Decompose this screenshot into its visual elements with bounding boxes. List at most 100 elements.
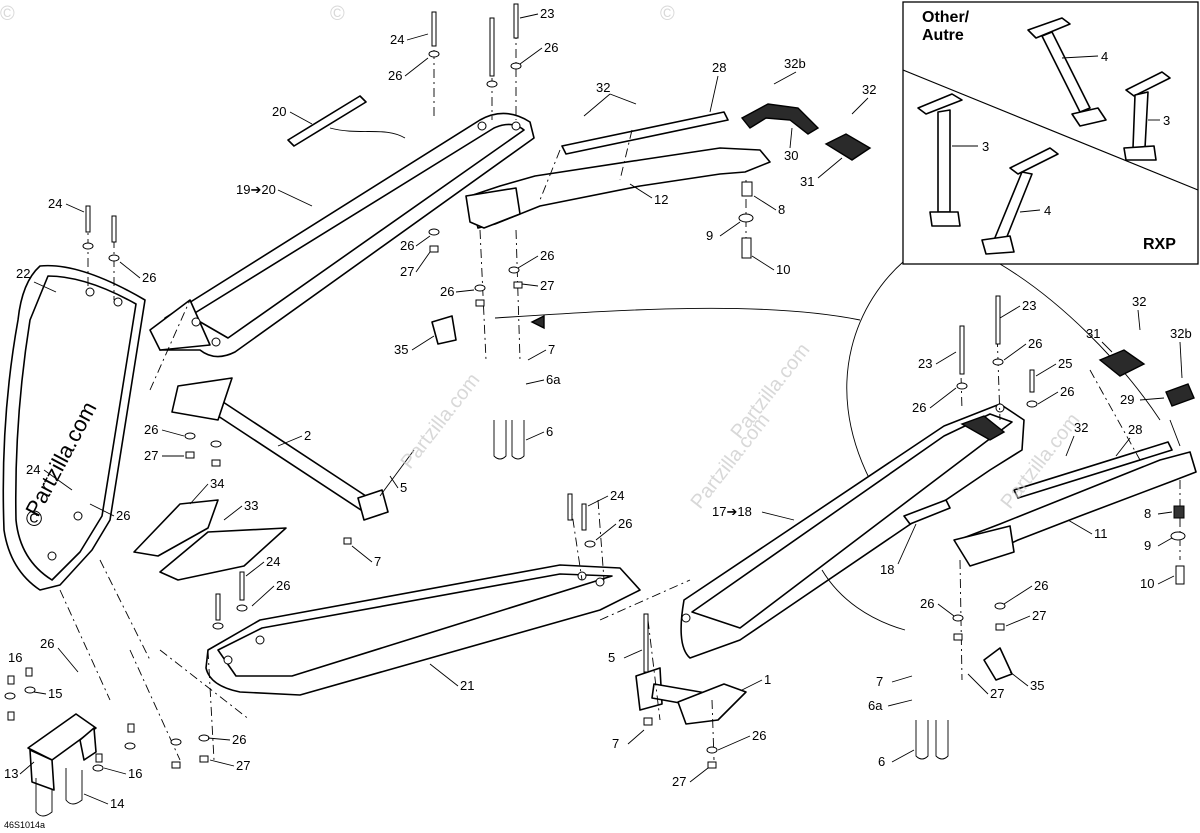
stand-1 [635, 667, 747, 725]
clamp-31-top [824, 133, 872, 161]
callout: 17➔18 [712, 504, 752, 519]
callout: 26 [1028, 336, 1042, 351]
callout: 1 [764, 672, 771, 687]
callout: 26 [752, 728, 766, 743]
callout: 26 [1034, 578, 1048, 593]
callout: 11 [1094, 526, 1108, 541]
callout: 34 [210, 476, 224, 491]
callout: 26 [618, 516, 632, 531]
callout: 35 [394, 342, 408, 357]
callout: 26 [544, 40, 558, 55]
callout: 9 [706, 228, 713, 243]
callout: 32 [1132, 294, 1146, 309]
callout: 7 [876, 674, 883, 689]
callout: 23 [540, 6, 554, 21]
callout: 27 [672, 774, 686, 789]
callout: 5 [608, 650, 615, 665]
callout: 13 [4, 766, 18, 781]
handle-bar-12 [465, 147, 771, 229]
callout: 26 [388, 68, 402, 83]
callout: 27 [540, 278, 554, 293]
callout: 7 [374, 554, 381, 569]
hardware [4, 3, 1186, 772]
callout: 6a [868, 698, 883, 713]
callout: 16 [128, 766, 142, 781]
handle-bar-11 [953, 451, 1197, 567]
pad-33 [159, 527, 287, 581]
callout: 5 [400, 480, 407, 495]
callout: 21 [460, 678, 474, 693]
callout: 9 [1144, 538, 1151, 553]
callout: 20 [272, 104, 286, 119]
stem-2 [211, 399, 373, 513]
callout: 33 [244, 498, 258, 513]
callout: 26 [440, 284, 454, 299]
callout: 30 [784, 148, 798, 163]
callout: 26 [912, 400, 926, 415]
u-bolt-6-right [915, 720, 929, 760]
callout: 28 [1128, 422, 1142, 437]
callout-labels: 24 23 26 26 20 19➔20 32 28 32b 32 30 12 … [4, 6, 1192, 811]
callout: 27 [144, 448, 158, 463]
drawing-code: 46S1014a [4, 820, 45, 830]
callout: 22 [16, 266, 30, 281]
post-4-top: 4 [1027, 17, 1108, 127]
copyright-symbol: © [26, 506, 42, 531]
rail-28-top [561, 111, 729, 155]
callout: 26 [276, 578, 290, 593]
inset-callout-4a: 4 [1101, 49, 1108, 64]
callout: 28 [712, 60, 726, 75]
callout: 12 [654, 192, 668, 207]
callout: 29 [1120, 392, 1134, 407]
svg-text:Partzilla.com: Partzilla.com [397, 369, 485, 473]
inset-model-label: RXP [1143, 236, 1176, 253]
callout: 6a [546, 372, 561, 387]
callout: 26 [540, 248, 554, 263]
callout: 24 [390, 32, 404, 47]
svg-text:©: © [0, 3, 15, 25]
callout: 18 [880, 562, 894, 577]
front-rail-22 [2, 264, 146, 591]
callout: 23 [918, 356, 932, 371]
callout: 32b [1170, 326, 1192, 341]
inset-panel: Other/ Autre RXP 4 3 3 [902, 1, 1199, 265]
clamp-35-right [983, 647, 1013, 681]
u-bolt-6-left [493, 420, 507, 460]
inset-title-line2: Autre [922, 27, 964, 44]
callout: 32 [862, 82, 876, 97]
callout: 31 [1086, 326, 1100, 341]
callout: 24 [26, 462, 40, 477]
inset-callout-3b: 3 [982, 139, 989, 154]
callout: 25 [1058, 356, 1072, 371]
callout: 26 [142, 270, 156, 285]
inset-connector-line [846, 261, 904, 481]
bottom-board-21 [205, 564, 641, 696]
callout: 15 [48, 686, 62, 701]
callout: 26 [40, 636, 54, 651]
callout: 27 [990, 686, 1004, 701]
rail-28-right [1013, 441, 1173, 499]
callout: 31 [800, 174, 814, 189]
inset-title-line1: Other/ [922, 9, 970, 26]
callout: 8 [778, 202, 785, 217]
pad-18 [903, 499, 951, 525]
callout: 10 [1140, 576, 1154, 591]
callout: 32b [784, 56, 806, 71]
callout: 24 [610, 488, 624, 503]
callout: 26 [144, 422, 158, 437]
post-3-left: 3 [917, 93, 989, 227]
callout: 26 [116, 508, 130, 523]
callout: 27 [400, 264, 414, 279]
svg-text:©: © [660, 3, 675, 25]
callout: 6 [546, 424, 553, 439]
callout: 32 [1074, 420, 1088, 435]
left-top-board [149, 112, 535, 358]
callout: 32 [596, 80, 610, 95]
callout: 27 [1032, 608, 1046, 623]
bracket-13 [27, 713, 97, 817]
post-3-right: 3 [1123, 71, 1171, 161]
callout: 26 [1060, 384, 1074, 399]
callout: 16 [8, 650, 22, 665]
callout: 35 [1030, 678, 1044, 693]
